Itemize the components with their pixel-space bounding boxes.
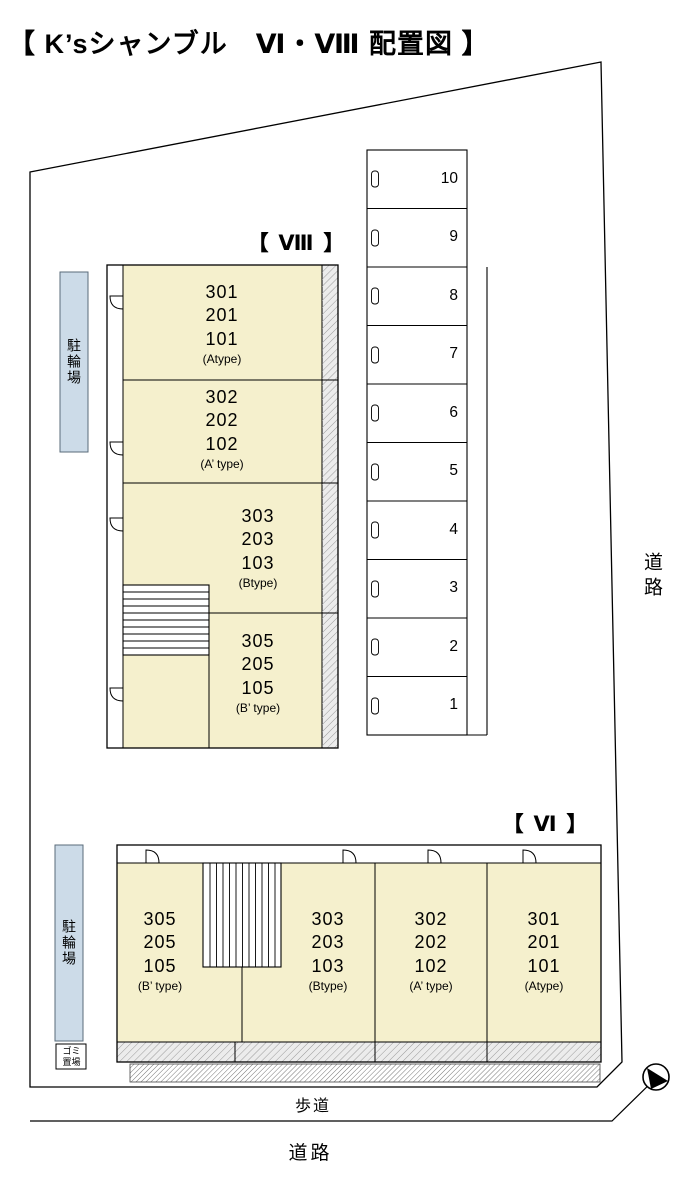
parking-stall-number: 10	[440, 170, 458, 187]
bicycle-parking-lower-label: 駐輪場	[61, 919, 77, 967]
unit-room-numbers: 301 201 101	[527, 909, 561, 976]
parking-stall-number: 2	[449, 638, 458, 655]
building-vi-plan	[116, 844, 602, 1063]
unit-viii-a2type: 302 202 102 (A’ type)	[142, 386, 302, 471]
parking-stall-number: 4	[449, 521, 458, 538]
unit-type-label: (B’ type)	[137, 979, 183, 994]
parking-stall-number: 1	[449, 696, 458, 713]
parking-stall-number: 6	[449, 404, 458, 421]
unit-room-numbers: 303 203 103	[311, 909, 345, 976]
unit-viii-b2type: 305 205 105 (B’ type)	[178, 630, 338, 715]
unit-room-numbers: 301 201 101	[205, 282, 239, 349]
unit-type-label: (Btype)	[238, 576, 278, 591]
fence-hatch	[129, 1063, 601, 1083]
road-label-right: 道路	[641, 552, 662, 602]
unit-type-label: (A’ type)	[409, 979, 453, 994]
building-vi-label: 【 Ⅵ 】	[502, 813, 590, 836]
unit-room-numbers: 305 205 105	[241, 631, 275, 698]
building-viii-plan	[106, 264, 339, 749]
stairs-viii	[122, 584, 210, 656]
garbage-area	[55, 1043, 87, 1070]
parking-stall-number: 7	[449, 345, 458, 362]
parking-stall-number: 8	[449, 287, 458, 304]
north-arrow-icon	[642, 1063, 670, 1091]
unit-vi-btype: 303 203 103 (Btype)	[248, 908, 408, 993]
building-viii-label: 【 Ⅷ 】	[247, 232, 347, 255]
unit-viii-atype: 301 201 101 (Atype)	[142, 281, 302, 366]
bicycle-parking-lower-area	[54, 844, 84, 1042]
road-label-bottom: 道路	[288, 1143, 333, 1164]
unit-room-numbers: 302 202 102	[205, 387, 239, 454]
door-arc-icons-vi	[145, 849, 537, 864]
unit-room-numbers: 302 202 102	[414, 909, 448, 976]
unit-vi-a2type: 302 202 102 (A’ type)	[351, 908, 511, 993]
parking-stall-number: 3	[449, 579, 458, 596]
unit-type-label: (Atype)	[524, 979, 564, 994]
parking-stall-number: 5	[449, 462, 458, 479]
sidewalk-label: 歩道	[294, 1098, 331, 1115]
unit-type-label: (A’ type)	[200, 457, 244, 472]
unit-vi-atype: 301 201 101 (Atype)	[464, 908, 624, 993]
bicycle-parking-upper-label: 駐輪場	[66, 338, 82, 386]
unit-type-label: (B’ type)	[235, 701, 281, 716]
unit-room-numbers: 305 205 105	[143, 909, 177, 976]
parking-area	[366, 149, 488, 736]
parking-stall-number: 9	[449, 228, 458, 245]
garbage-label: ゴミ 置場	[62, 1046, 81, 1067]
site-boundary	[29, 61, 623, 1088]
page-title: 【 K’sシャンブル Ⅵ・Ⅷ 配置図 】	[8, 29, 490, 59]
parking-stall-markers	[371, 170, 379, 715]
sidewalk-line	[30, 1074, 660, 1122]
bicycle-parking-upper-area	[59, 271, 89, 453]
unit-type-label: (Btype)	[308, 979, 348, 994]
unit-room-numbers: 303 203 103	[241, 506, 275, 573]
unit-vi-b2type: 305 205 105 (B’ type)	[80, 908, 240, 993]
unit-viii-btype: 303 203 103 (Btype)	[178, 505, 338, 590]
stairs-vi	[202, 862, 282, 968]
unit-type-label: (Atype)	[202, 352, 242, 367]
door-arc-icons-viii	[109, 295, 124, 702]
